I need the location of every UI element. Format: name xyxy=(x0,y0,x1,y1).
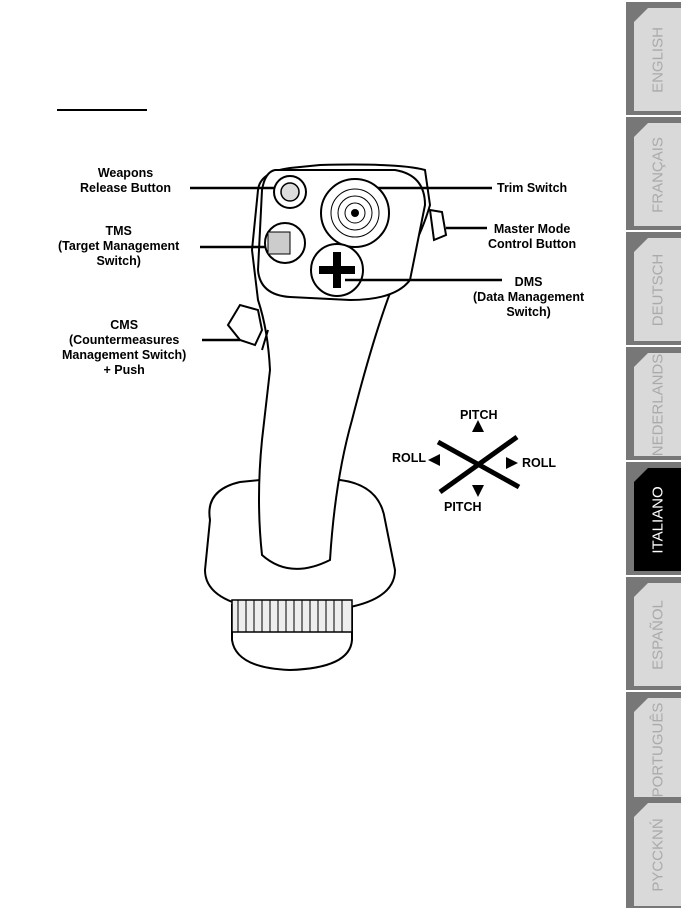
tab-portugues[interactable]: PORTUGUÊS xyxy=(626,692,681,805)
heading-underline xyxy=(57,109,147,111)
tab-english[interactable]: ENGLISH xyxy=(626,2,681,115)
roll-left-label: ROLL xyxy=(392,451,427,465)
tab-italiano[interactable]: ITALIANO xyxy=(626,462,681,575)
trim-switch-label: Trim Switch xyxy=(497,181,568,195)
pitch-down-label: PITCH xyxy=(444,500,482,514)
tab-deutsch[interactable]: DEUTSCH xyxy=(626,232,681,345)
language-tabs: ENGLISH FRANÇAIS DEUTSCH NEDERLANDS ITAL… xyxy=(626,0,681,908)
tab-russian[interactable]: PYCCKNŃ xyxy=(626,797,681,908)
tab-francais[interactable]: FRANÇAIS xyxy=(626,117,681,230)
tab-nederlands[interactable]: NEDERLANDS xyxy=(626,347,681,460)
joystick-illustration xyxy=(190,163,521,672)
pitch-up-label: PITCH xyxy=(460,408,498,422)
roll-right-label: ROLL xyxy=(522,456,557,470)
tab-espanol[interactable]: ESPAÑOL xyxy=(626,577,681,690)
